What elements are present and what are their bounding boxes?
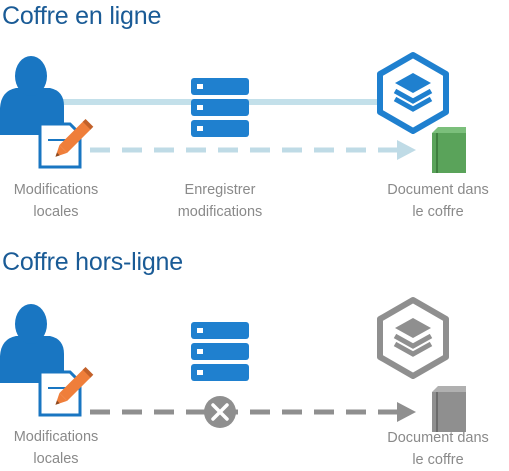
- online-user-caption-line1: Modifications: [13, 182, 99, 198]
- offline-user-caption-line1: Modifications: [13, 429, 99, 445]
- online-server-caption-line1: Enregistrer: [184, 182, 256, 198]
- offline-doc-caption-line2: le coffre: [412, 452, 464, 468]
- online-doc-caption: Document dans le coffre: [378, 179, 498, 223]
- online-doc-caption-line1: Document dans: [387, 182, 489, 198]
- online-server-caption-line2: modifications: [177, 204, 263, 220]
- offline-server-icon: [191, 322, 249, 381]
- server-icon: [191, 78, 249, 137]
- vault-icon: [377, 52, 449, 134]
- online-save-arrow: [90, 140, 416, 160]
- book-icon: [432, 127, 466, 173]
- offline-title: Coffre hors-ligne: [2, 248, 183, 276]
- offline-edit-document-icon: [38, 366, 94, 417]
- offline-user-caption-line2: locales: [33, 451, 79, 467]
- online-user-caption: Modifications locales: [0, 179, 112, 223]
- offline-doc-caption-line1: Document dans: [387, 430, 489, 446]
- edit-document-icon: [38, 118, 94, 169]
- blocked-x-icon: [204, 396, 236, 428]
- online-user-caption-line2: locales: [33, 204, 79, 220]
- offline-vault-icon: [377, 297, 449, 379]
- offline-user-caption: Modifications locales: [0, 426, 112, 470]
- online-server-caption: Enregistrer modifications: [160, 179, 280, 223]
- offline-book-icon: [432, 386, 466, 432]
- online-title: Coffre en ligne: [2, 2, 162, 30]
- online-doc-caption-line2: le coffre: [412, 204, 464, 220]
- offline-doc-caption: Document dans le coffre: [378, 427, 498, 471]
- offline-save-arrow: [90, 402, 416, 422]
